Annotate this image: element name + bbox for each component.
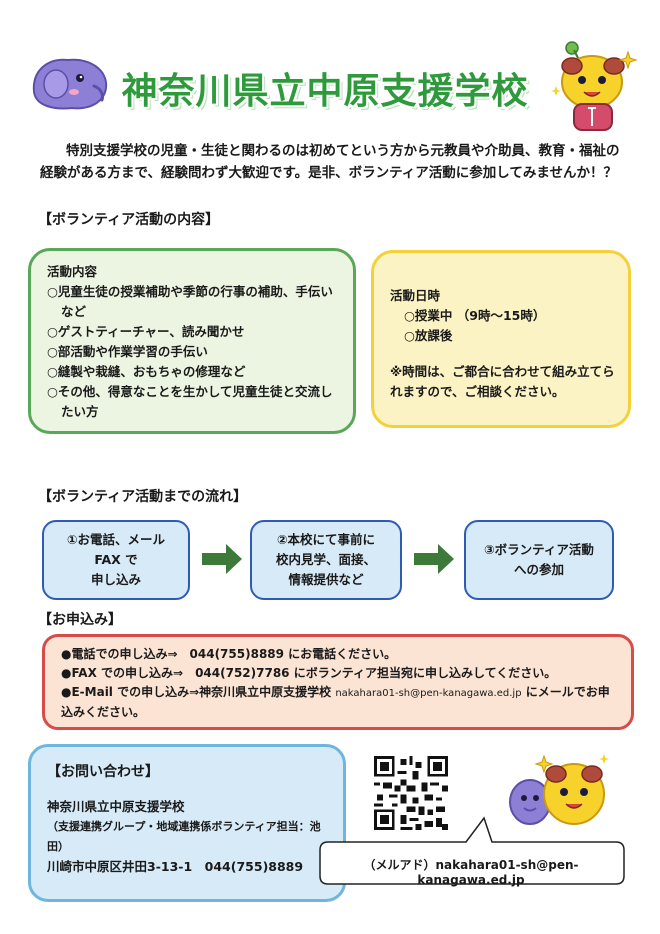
application-box: ●電話での申し込み⇒ 044(755)8889 にお電話ください。 ●FAX で… (42, 634, 634, 730)
qr-code-icon[interactable] (374, 756, 448, 830)
schedule-item: ○授業中 （9時～15時） (404, 308, 546, 323)
bubble-email-text: （メルアド）nakahara01-sh@pen-kanagawa.ed.jp (363, 858, 579, 887)
activity-item: ○部活動や作業学習の手伝い (47, 344, 208, 359)
elephant-mascot-icon (32, 58, 108, 110)
arrow-right-icon (414, 544, 454, 574)
contact-box: 【お問い合わせ】 神奈川県立中原支援学校 （支援連携グループ・地域連携係ボランテ… (28, 744, 346, 902)
activity-schedule-box: 活動日時 ○授業中 （9時～15時） ○放課後 ※時間は、ご都合に合わせて組み立… (371, 250, 631, 428)
mascot-pair-icon (509, 754, 609, 825)
activity-section-heading: 【ボランティア活動の内容】 (38, 212, 220, 228)
school-mascot-icon (551, 41, 638, 131)
flow-step-2: ②本校にて事前に 校内見学、面接、 情報提供など (250, 520, 402, 600)
apply-email: ●E-Mail での申し込み⇒神奈川県立中原支援学校 nakahara01-sh… (61, 683, 621, 722)
apply-fax: ●FAX での申し込み⇒ 044(752)7786 にボランティア担当宛に申し込… (61, 666, 557, 680)
activity-item: ○その他、得意なことを生かして児童生徒と交流したい方 (47, 384, 333, 419)
schedule-item: ○放課後 (404, 328, 453, 343)
schedule-title: 活動日時 (390, 288, 441, 303)
speech-bubble (319, 816, 625, 885)
apply-phone: ●電話での申し込み⇒ 044(755)8889 にお電話ください。 (61, 647, 397, 661)
schedule-note: ※時間は、ご都合に合わせて組み立てられますので、ご相談ください。 (390, 364, 615, 399)
flow-section-heading: 【ボランティア活動までの流れ】 (38, 489, 248, 505)
arrow-right-icon (202, 544, 242, 574)
apply-email-suffix: にメールでお申込みください。 (61, 685, 610, 719)
activity-item: ○児童生徒の授業補助や季節の行事の補助、手伝いなど (47, 284, 333, 319)
apply-section-heading: 【お申込み】 (38, 612, 122, 628)
apply-email-address[interactable]: nakahara01-sh@pen-kanagawa.ed.jp (335, 688, 522, 699)
flow-step-1: ①お電話、メール FAX で 申し込み (42, 520, 190, 600)
contact-title: 【お問い合わせ】 (47, 764, 159, 780)
activity-item: ○ゲストティーチャー、読み聞かせ (47, 324, 245, 339)
flow-step-3: ③ボランティア活動 への参加 (464, 520, 614, 600)
contact-department: （支援連携グループ・地域連携係ボランティア担当：池田） (47, 820, 321, 853)
activity-content-title: 活動内容 (47, 264, 98, 279)
activity-content-box: 活動内容 ○児童生徒の授業補助や季節の行事の補助、手伝いなど ○ゲストティーチャ… (28, 248, 356, 434)
page-title: 神奈川県立中原支援学校 (121, 71, 529, 112)
contact-address-phone: 川崎市中原区井田3-13-1 044(755)8889 (47, 859, 304, 874)
apply-email-prefix: ●E-Mail での申し込み⇒神奈川県立中原支援学校 (61, 685, 336, 699)
activity-item: ○縫製や栽縫、おもちゃの修理など (47, 364, 246, 379)
intro-paragraph: 特別支援学校の児童・生徒と関わるのは初めてという方から元教員や介助員、教育・福祉… (40, 143, 620, 181)
contact-school-name: 神奈川県立中原支援学校 (47, 799, 185, 814)
